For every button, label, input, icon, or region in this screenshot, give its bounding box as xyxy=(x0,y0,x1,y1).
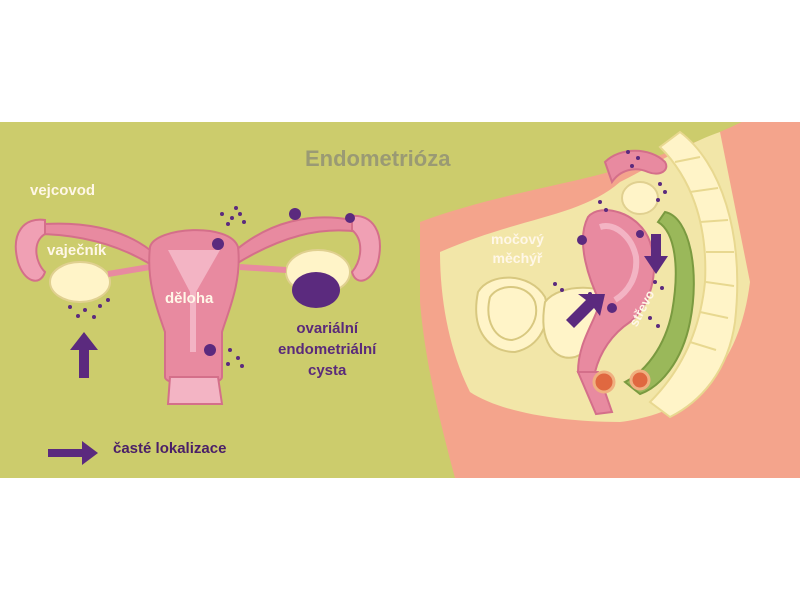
ovarian-cyst xyxy=(292,272,340,308)
lesion xyxy=(289,208,301,220)
lesion-dots xyxy=(553,150,667,328)
lesion-dots xyxy=(68,206,246,368)
lesion xyxy=(607,303,617,313)
label-bladder-line1: močový xyxy=(491,231,544,247)
vagina-sagittal xyxy=(576,371,614,416)
sacrum-lines xyxy=(674,156,735,351)
lesion xyxy=(577,235,587,245)
pubic-bone xyxy=(475,276,548,354)
ovary-sagittal xyxy=(621,181,659,215)
diagram-title: Endometrióza xyxy=(305,146,451,171)
rectum xyxy=(623,210,695,396)
uterine-cavity xyxy=(168,250,220,352)
fallopian-tube-sagittal xyxy=(603,149,668,185)
arrow-icon xyxy=(644,234,668,274)
sphincter xyxy=(629,369,651,391)
anatomy-illustration xyxy=(14,122,800,478)
vagina xyxy=(166,376,224,405)
label-fallopian-tube: vejcovod xyxy=(30,182,96,199)
arrow-icon xyxy=(566,294,605,328)
label-bladder: močový měchýř xyxy=(491,230,544,268)
lesion xyxy=(212,238,224,250)
label-uterus: děloha xyxy=(165,290,214,307)
lesion xyxy=(204,344,216,356)
arrow-icon xyxy=(70,332,98,378)
label-bladder-line2: měchýř xyxy=(492,250,543,266)
uterine-cavity-sagittal xyxy=(599,223,640,303)
label-ovarian-cyst-line2: endometriální xyxy=(278,341,377,358)
pelvis-sagittal-view xyxy=(420,122,800,478)
left-fimbriae xyxy=(14,218,47,282)
endometriosis-diagram: Endometrióza vejcovod vaječník děloha ov… xyxy=(0,122,800,478)
right-fimbriae xyxy=(350,214,381,282)
left-ovary-ligament xyxy=(107,264,151,277)
label-ovarian-cyst-line3: cysta xyxy=(307,362,347,379)
label-ovarian-cyst-line1: ovariální xyxy=(296,320,359,337)
legend-text: časté lokalizace xyxy=(113,440,227,457)
sacrum xyxy=(648,130,739,419)
left-ovary xyxy=(49,261,111,303)
legend-arrow-icon xyxy=(48,441,98,465)
uterus-front-view xyxy=(14,206,381,405)
label-ovary: vaječník xyxy=(47,242,107,259)
right-ovary-ligament xyxy=(239,264,287,273)
pubic-bone-rings xyxy=(487,285,538,342)
sphincter xyxy=(592,370,616,394)
lesion xyxy=(345,213,355,223)
label-ovarian-cyst: ovariální endometriální cysta xyxy=(278,318,376,381)
lesion xyxy=(636,230,644,238)
